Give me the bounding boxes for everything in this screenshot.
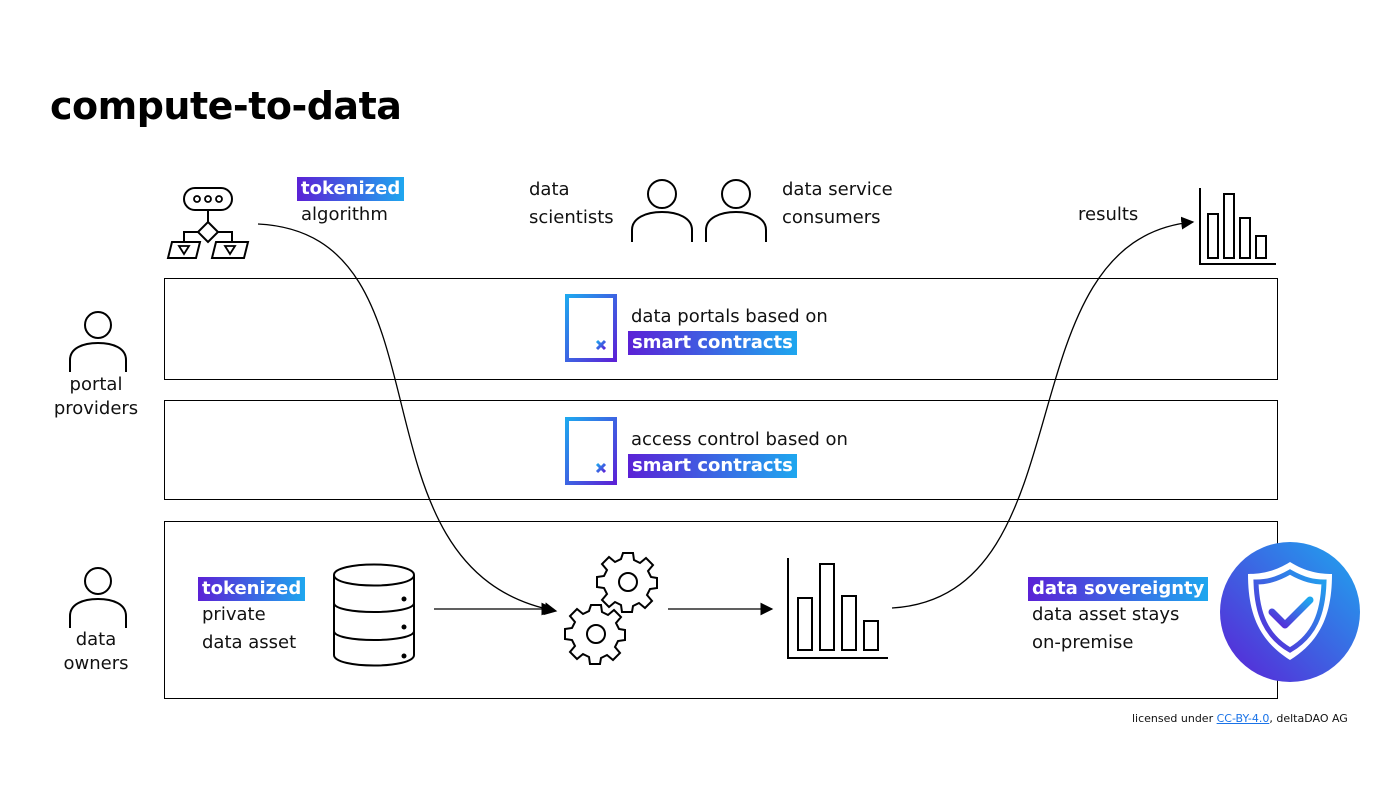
data-owners-label: data owners xyxy=(63,629,129,674)
license-note: licensed under CC-BY-4.0, deltaDAO AG xyxy=(1132,712,1348,725)
algorithm-label: algorithm xyxy=(301,204,388,225)
results-label: results xyxy=(1078,204,1139,225)
result-to-top-arrow xyxy=(891,216,1195,609)
database-icon xyxy=(333,563,415,667)
data-sovereignty: data sovereignty data asset stays on-pre… xyxy=(1028,577,1209,657)
person-icon xyxy=(69,311,127,372)
tokenized-private-data-asset: tokenized private data asset xyxy=(198,577,306,657)
algorithm-to-compute-arrow xyxy=(257,223,558,616)
flowchart-icon xyxy=(166,187,250,259)
smart-contracts-badge: smart contracts xyxy=(628,454,797,478)
contract-icon xyxy=(565,417,617,485)
person-icon xyxy=(631,179,693,242)
contract-icon xyxy=(565,294,617,362)
person-icon xyxy=(69,567,127,628)
data-portals-band xyxy=(164,278,1278,380)
data-service-consumers-label: data service consumers xyxy=(782,179,893,228)
page-title: compute-to-data xyxy=(50,84,402,128)
access-control-text: access control based on smart contracts xyxy=(628,426,848,478)
license-link[interactable]: CC-BY-4.0 xyxy=(1216,712,1270,725)
bar-chart-icon xyxy=(1199,188,1276,265)
data-portals-text: data portals based on smart contracts xyxy=(628,303,828,355)
smart-contracts-badge: smart contracts xyxy=(628,331,797,355)
shield-check-icon xyxy=(1220,542,1360,682)
tokenized-badge: tokenized xyxy=(198,577,306,601)
gears-icon xyxy=(564,552,658,665)
access-control-band xyxy=(164,400,1278,500)
portal-providers-label: portal providers xyxy=(53,374,139,419)
tokenized-badge: tokenized xyxy=(297,177,405,201)
tokenized-algorithm: tokenized algorithm xyxy=(297,177,405,229)
bar-chart-icon xyxy=(787,558,888,659)
data-scientists-label: data scientists xyxy=(529,179,614,228)
data-sovereignty-badge: data sovereignty xyxy=(1028,577,1209,601)
person-icon xyxy=(705,179,767,242)
